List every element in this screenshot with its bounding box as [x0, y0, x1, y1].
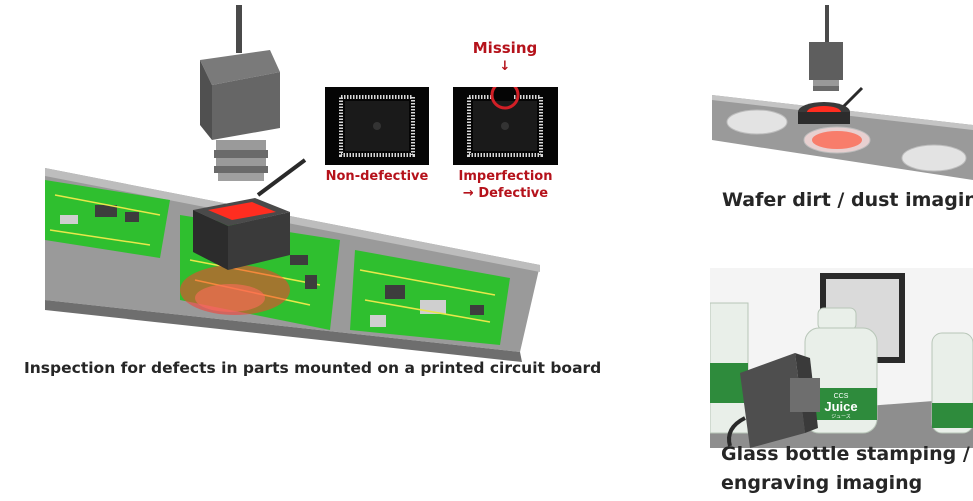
wafer-caption: Wafer dirt / dust imaging	[722, 189, 973, 211]
nondefective-label: Non-defective	[325, 169, 429, 184]
pcb-board-left	[45, 180, 170, 258]
bottle-inspection-illustration: CCS Juice ジュース	[710, 268, 973, 448]
pcb-caption: Inspection for defects in parts mounted …	[24, 359, 602, 377]
pcb-board-right	[350, 250, 510, 345]
defective-sample-image	[453, 87, 558, 165]
bottle-right-icon	[931, 332, 973, 434]
bottle-camera-icon	[727, 353, 820, 448]
ring-light-icon	[193, 158, 307, 270]
missing-label: Missing	[472, 39, 538, 57]
wafer-ring-light-icon	[798, 86, 864, 124]
bottle-left-icon	[710, 302, 749, 434]
missing-highlight-circle	[490, 87, 520, 110]
bottle-caption-line2: engraving imaging	[721, 472, 923, 494]
camera-icon	[200, 5, 280, 181]
bottle-label-word: Juice	[824, 399, 857, 414]
defective-label-line1: Imperfection	[458, 169, 553, 184]
bottle-caption-line1: Glass bottle stamping /	[721, 443, 970, 465]
bottle-label-sub: ジュース	[831, 414, 850, 420]
wafer-camera-icon	[809, 5, 843, 91]
nondefective-sample-image	[325, 87, 429, 165]
wafer-inspection-illustration	[712, 5, 973, 180]
defective-label-line2: → Defective	[462, 186, 549, 201]
bottle-label-brand: CCS	[834, 393, 849, 400]
missing-arrow: ↓	[499, 59, 511, 74]
